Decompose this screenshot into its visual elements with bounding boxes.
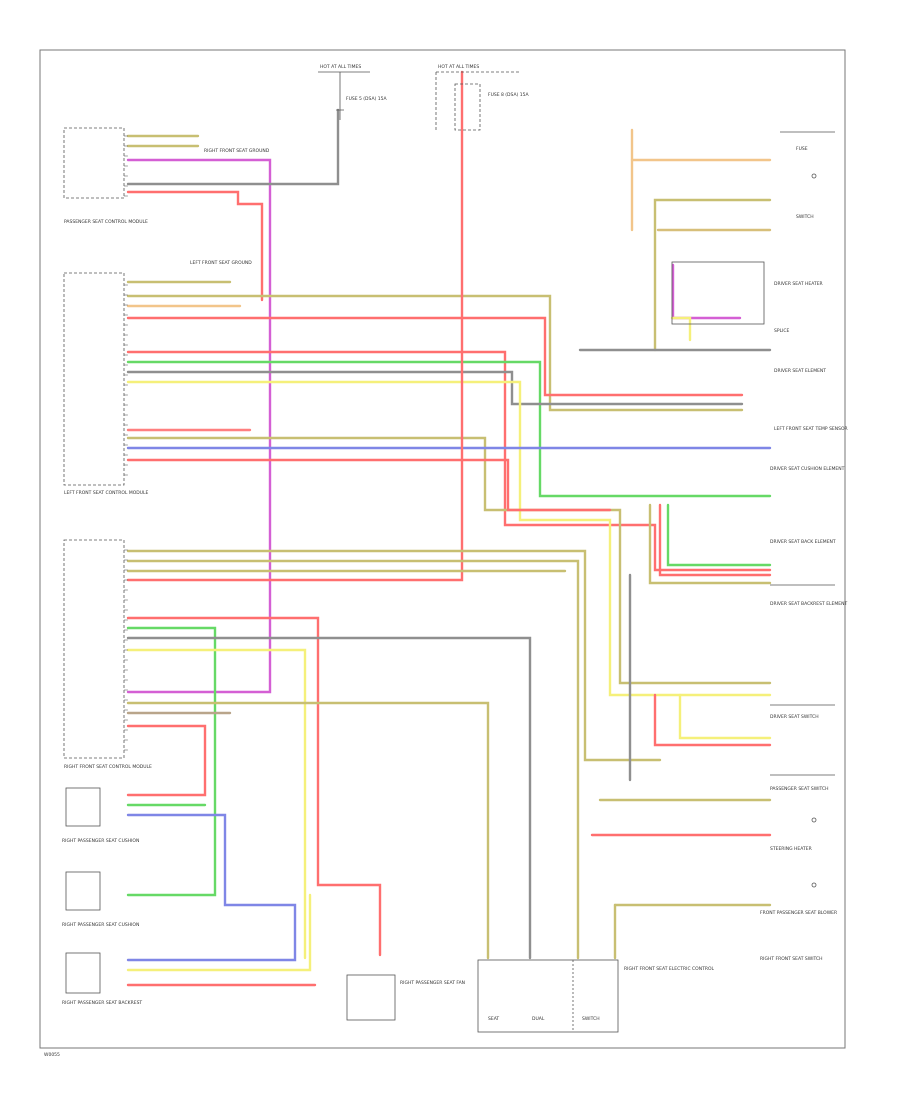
- wire-red-27: [126, 724, 207, 797]
- wire-green-22: [126, 626, 217, 897]
- splice-label: SPLICE: [774, 328, 790, 334]
- ground-symbol-1: [811, 882, 817, 888]
- driver-seat-cushion-label: DRIVER SEAT CUSHION ELEMENT: [770, 466, 845, 472]
- wire-red-17: [126, 70, 464, 582]
- wire-green-10: [126, 360, 772, 498]
- wire-olive-25: [126, 701, 490, 960]
- wire-gray-23: [126, 636, 532, 960]
- driver-seat-heater: [671, 261, 765, 325]
- right-passenger-seat-cushion-element: [65, 787, 101, 827]
- connector-pins: [124, 135, 128, 751]
- control-box-label: RIGHT FRONT SEAT ELECTRIC CONTROL: [624, 966, 714, 972]
- wire-olive-34: [653, 198, 772, 352]
- right-passenger-seat-backrest-element: [65, 871, 101, 911]
- seat-fan-label: RIGHT PASSENGER SEAT FAN: [400, 980, 465, 986]
- module-left-low-label: RIGHT FRONT SEAT CONTROL MODULE: [64, 764, 152, 770]
- driver-seat-back-label: DRIVER SEAT BACK ELEMENT: [770, 539, 836, 545]
- wire-red-8: [126, 316, 744, 397]
- driver-seat-switch-label: DRIVER SEAT SWITCH: [770, 714, 819, 720]
- wire-violet-2: [126, 158, 272, 694]
- wire-yellow-30: [126, 893, 312, 972]
- driver-backrest-label: DRIVER SEAT BACKREST ELEMENT: [770, 601, 847, 607]
- right-fuse-label: FUSE: [796, 146, 808, 152]
- wire-yellow-24: [126, 648, 307, 960]
- wire-red-4: [126, 190, 264, 302]
- bottom-left-cushion-label: RIGHT PASSENGER SEAT CUSHION: [62, 838, 139, 844]
- ground-symbol-2: [811, 817, 817, 823]
- fuse-symbol-right: [811, 173, 817, 179]
- module-left-mid-label: LEFT FRONT SEAT CONTROL MODULE: [64, 490, 149, 496]
- wire-olive-18: [126, 549, 662, 762]
- fuse-box-a-label: HOT AT ALL TIMES: [320, 64, 361, 70]
- wire-olive-19: [126, 559, 580, 960]
- front-pass-blower-label: FRONT PASSENGER SEAT BLOWER: [760, 910, 837, 916]
- wire-violet-35: [671, 263, 742, 320]
- ground-1-label: RIGHT FRONT SEAT GROUND: [204, 148, 270, 154]
- wire-olive-38: [648, 503, 772, 585]
- right-front-seat-electric-control-box: [477, 959, 619, 1033]
- box-c-label: SWITCH: [582, 1016, 600, 1022]
- passenger-seat-control-module: [63, 127, 125, 199]
- ground-2-label: LEFT FRONT SEAT GROUND: [190, 260, 252, 266]
- wire-gray-11: [126, 370, 744, 406]
- page-code: W0055: [44, 1052, 60, 1058]
- fuse-box-b: [435, 71, 520, 131]
- right-passenger-seat-fan: [65, 952, 101, 994]
- wire-yellow-41: [678, 693, 772, 740]
- steering-heater-label: STEERING HEATER: [770, 846, 812, 852]
- components: [63, 71, 835, 1033]
- driver-seat-element-label: DRIVER SEAT ELEMENT: [774, 368, 826, 374]
- fuse-a-label: FUSE 5 (DSA) 15A: [346, 96, 387, 102]
- bottom-right-cushion-label: RIGHT PASSENGER SEAT CUSHION: [62, 922, 139, 928]
- wire-layer: [126, 70, 772, 987]
- wire-olive-6: [126, 294, 744, 412]
- right-switch-label: SWITCH: [796, 214, 814, 220]
- module-left-top-label: PASSENGER SEAT CONTROL MODULE: [64, 219, 148, 225]
- driver-seat-heater-label: DRIVER SEAT HEATER: [774, 281, 823, 287]
- right-front-seat-control-module: [63, 539, 125, 759]
- fuse-b-label: FUSE 8 (DSA) 15A: [488, 92, 529, 98]
- wire-blue-29: [126, 813, 297, 962]
- left-front-seat-temp-label: LEFT FRONT SEAT TEMP SENSOR: [774, 426, 848, 432]
- fuse-box-a: [318, 71, 370, 120]
- wire-red-9: [126, 350, 772, 572]
- diagram-border: [39, 49, 846, 1049]
- wire-yellow-36: [670, 316, 692, 342]
- wire-red-21: [126, 616, 382, 957]
- pass-seat-switch-label: PASSENGER SEAT SWITCH: [770, 786, 829, 792]
- bottom-right-label: RIGHT FRONT SEAT SWITCH: [760, 956, 823, 962]
- bottom-backrest-label: RIGHT PASSENGER SEAT BACKREST: [62, 1000, 142, 1006]
- passenger-seat-socket: [346, 974, 396, 1021]
- labels: W0055 HOT AT ALL TIMES HOT AT ALL TIMES …: [44, 64, 848, 1058]
- box-a-label: SEAT: [488, 1016, 499, 1022]
- wire-green-39: [666, 503, 772, 567]
- fuse-box-b-label: HOT AT ALL TIMES: [438, 64, 479, 70]
- left-front-seat-control-module: [63, 272, 125, 486]
- wire-yellow-12: [126, 380, 772, 697]
- box-b-label: DUAL: [532, 1016, 545, 1022]
- wire-red-16: [126, 458, 612, 512]
- wire-red-40: [658, 503, 772, 577]
- wire-gray-3: [126, 108, 340, 186]
- wire-red-42: [653, 693, 772, 747]
